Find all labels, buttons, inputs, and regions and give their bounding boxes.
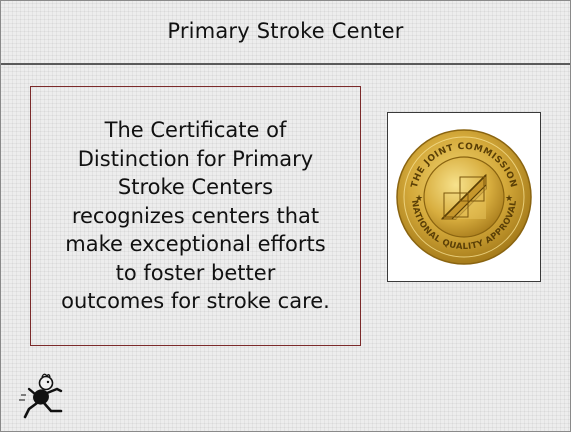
running-figure-icon <box>19 373 63 419</box>
title-bar: Primary Stroke Center <box>1 1 570 65</box>
svg-text:★: ★ <box>505 194 513 204</box>
svg-text:★: ★ <box>415 194 423 204</box>
body-text-box: The Certificate of Distinction for Prima… <box>30 86 361 346</box>
seal-image-frame: THE JOINT COMMISSION NATIONAL QUALITY AP… <box>387 112 541 282</box>
joint-commission-seal-icon: THE JOINT COMMISSION NATIONAL QUALITY AP… <box>396 129 532 265</box>
slide-title: Primary Stroke Center <box>167 19 404 43</box>
body-text: The Certificate of Distinction for Prima… <box>61 118 330 314</box>
